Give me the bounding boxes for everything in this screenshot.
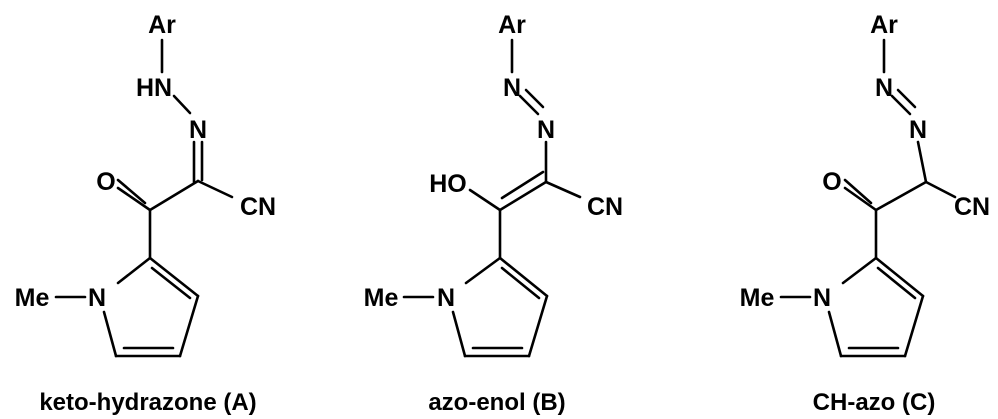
nitrile-label: CN	[954, 193, 990, 221]
methyl-label: Me	[740, 284, 775, 312]
methyl-label: Me	[15, 284, 50, 312]
azo-nitrogen-2-label: N	[537, 116, 555, 144]
aryl-label: Ar	[148, 11, 176, 39]
azo-nitrogen-2-label: N	[909, 116, 927, 144]
structure-azo-enol: Ar N N HO CN Me N azo-enol (B)	[364, 11, 623, 416]
caption-ch-azo: CH-azo (C)	[813, 389, 936, 416]
hydroxyl-label: HO	[429, 170, 467, 198]
nh-label: HN	[136, 74, 172, 102]
nitrile-label: CN	[240, 193, 276, 221]
azo-nitrogen-1-label: N	[503, 74, 521, 102]
carbonyl-oxygen-label: O	[822, 168, 841, 196]
azo-nitrogen-1-label: N	[875, 74, 893, 102]
bonds	[779, 38, 957, 358]
methyl-label: Me	[364, 284, 399, 312]
imine-nitrogen-label: N	[189, 116, 207, 144]
caption-keto-hydrazone: keto-hydrazone (A)	[39, 389, 256, 416]
nitrile-label: CN	[587, 193, 623, 221]
aryl-label: Ar	[498, 11, 526, 39]
caption-azo-enol: azo-enol (B)	[428, 389, 565, 416]
structure-keto-hydrazone: Ar HN N O CN Me N keto-hydrazone (A)	[15, 11, 276, 416]
pyrrole-nitrogen-label: N	[813, 284, 831, 312]
structure-ch-azo: Ar N N O CN Me N CH-azo (C)	[740, 11, 990, 416]
bonds	[54, 38, 234, 358]
carbonyl-oxygen-label: O	[96, 168, 115, 196]
pyrrole-nitrogen-label: N	[88, 284, 106, 312]
aryl-label: Ar	[870, 11, 898, 39]
bonds	[402, 38, 582, 358]
pyrrole-nitrogen-label: N	[437, 284, 455, 312]
